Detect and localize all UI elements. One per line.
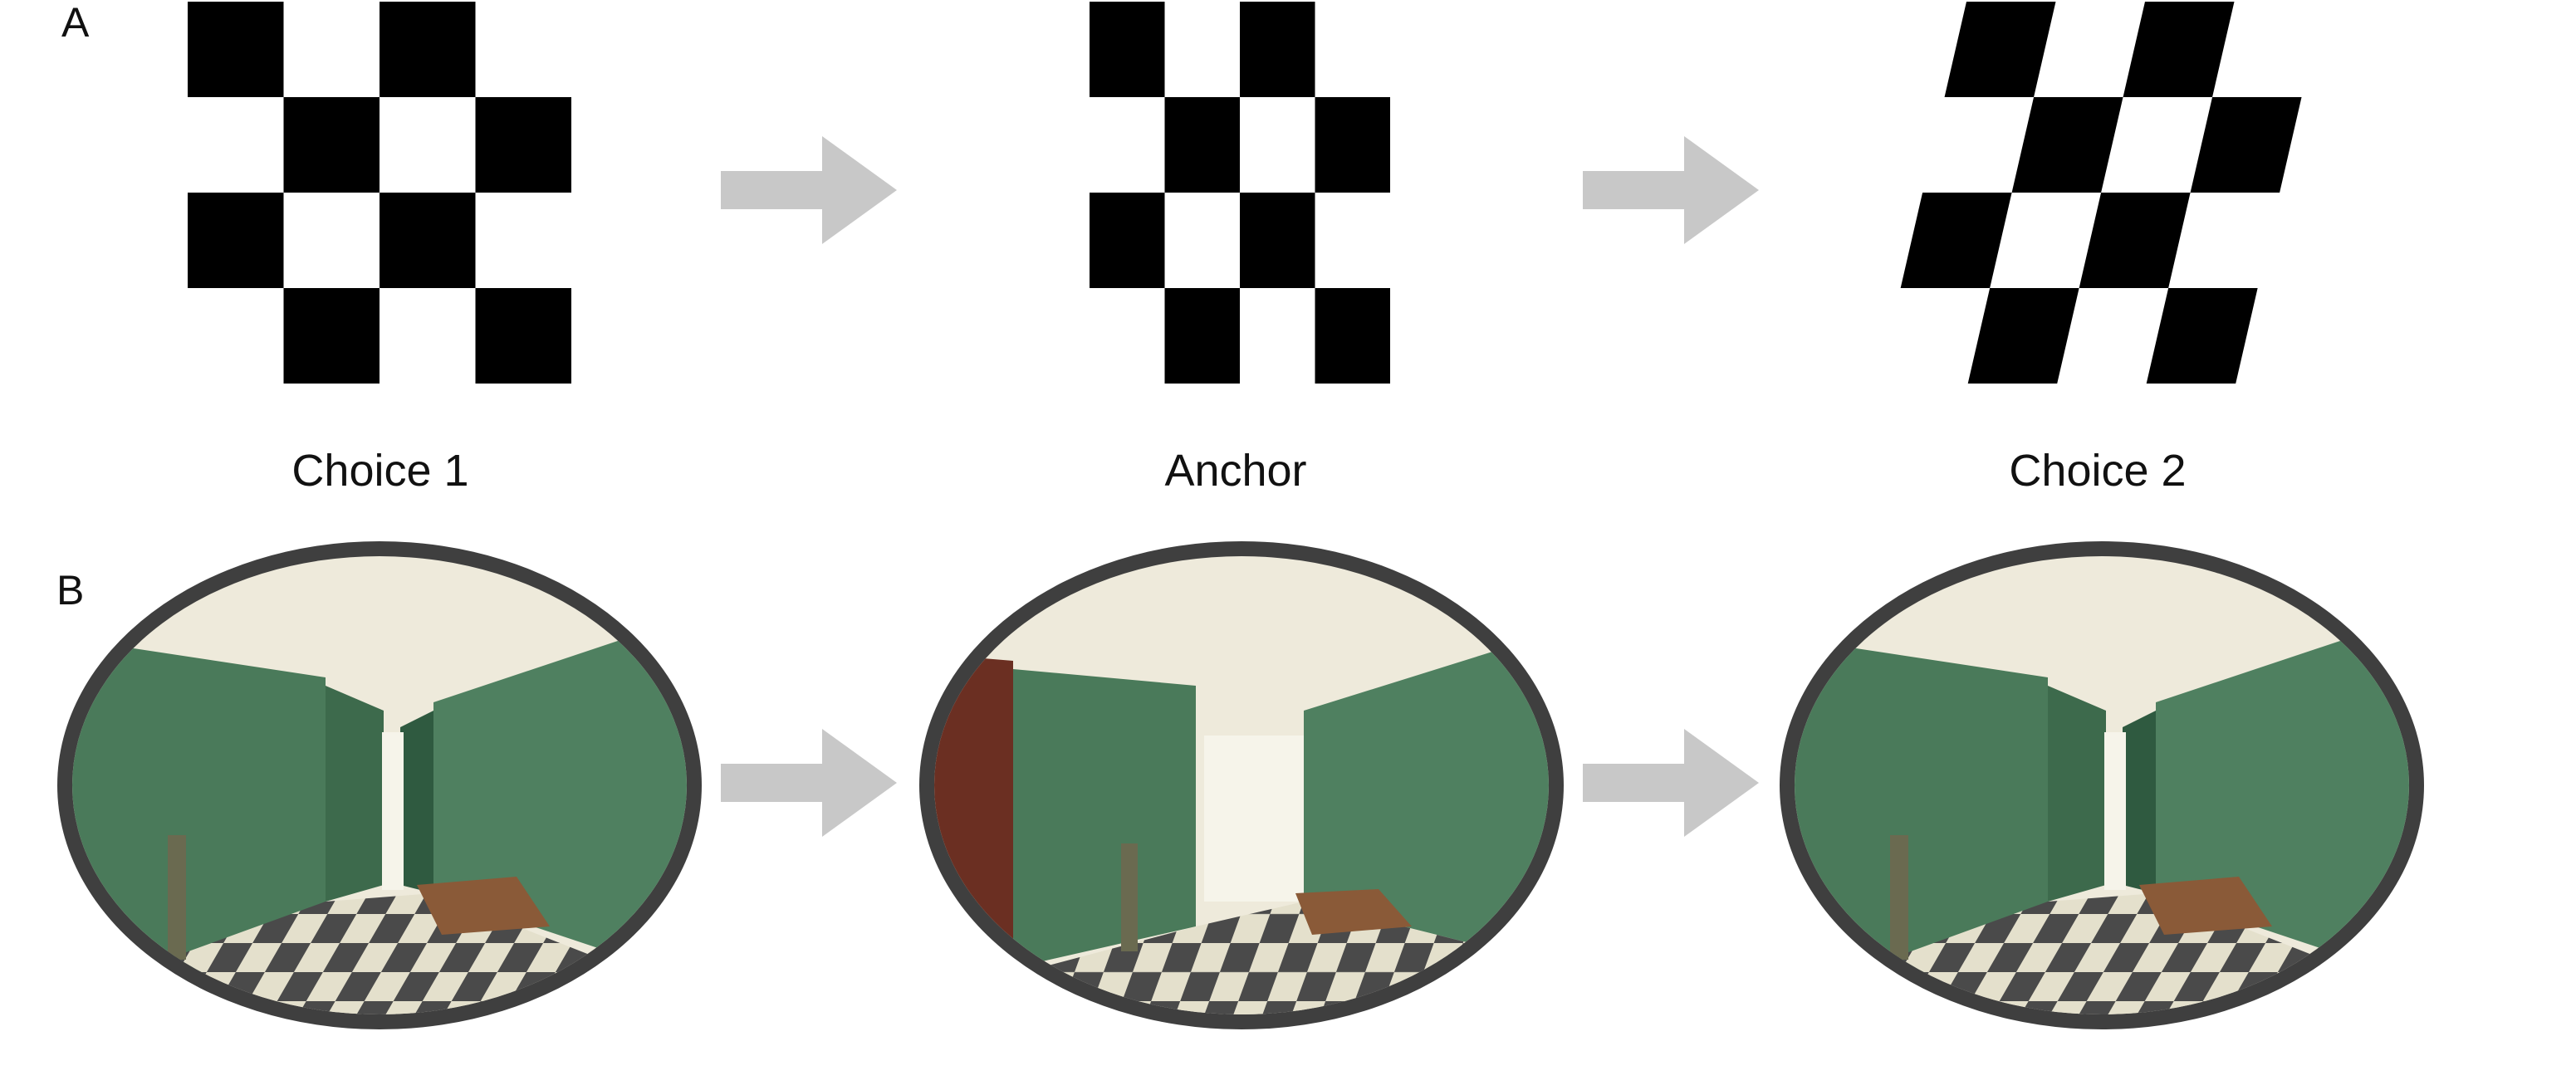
panel-label-a: A	[61, 0, 90, 46]
checkerboard-anchor	[1090, 2, 1390, 384]
right-arrow-icon	[1583, 729, 1759, 837]
checkerboard-choice-1	[188, 2, 571, 384]
checkerboard-choice-2	[1878, 2, 2324, 384]
right-arrow-icon	[721, 136, 897, 244]
corridor-view-choice-1	[57, 541, 702, 1029]
corridor-view-anchor	[919, 541, 1564, 1029]
corridor-view-choice-2	[1780, 541, 2424, 1029]
right-arrow-icon	[721, 729, 897, 837]
right-arrow-icon	[1583, 136, 1759, 244]
caption-choice-2: Choice 2	[2009, 446, 2187, 496]
panel-label-b: B	[56, 567, 85, 613]
caption-anchor: Anchor	[1164, 446, 1307, 496]
caption-choice-1: Choice 1	[291, 446, 469, 496]
